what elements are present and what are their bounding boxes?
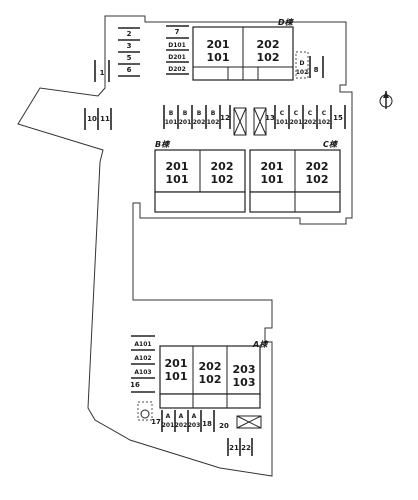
parking-c-row: 13 C 101 C 201 C 202 C 102 15 — [265, 105, 346, 129]
svg-text:201: 201 — [179, 119, 192, 126]
building-a: A棟 201 101 202 102 203 103 — [159, 340, 269, 409]
svg-text:203: 203 — [233, 363, 256, 376]
parking-label: D202 — [168, 66, 186, 73]
svg-text:B: B — [211, 110, 216, 117]
building-d: D棟 201 101 202 102 — [192, 18, 295, 81]
svg-text:202: 202 — [304, 119, 317, 126]
svg-text:B: B — [197, 110, 202, 117]
building-name: C棟 — [323, 140, 339, 149]
parking-label: 7 — [175, 28, 180, 36]
svg-text:202: 202 — [199, 360, 222, 373]
svg-text:201: 201 — [261, 160, 284, 173]
svg-text:101: 101 — [166, 173, 189, 186]
building-name: B棟 — [155, 140, 171, 149]
crossed-area — [233, 107, 267, 136]
parking-label: D201 — [168, 54, 186, 61]
parking-label: 3 — [127, 42, 132, 50]
parking-a-left: A101 A102 A103 16 — [130, 335, 155, 393]
north-arrow-icon — [379, 91, 393, 109]
site-boundary — [17, 15, 353, 477]
svg-text:A: A — [179, 413, 184, 420]
svg-text:B: B — [169, 110, 174, 117]
parking-west-pair: 10 11 — [84, 108, 112, 130]
parking-label: 1 — [100, 69, 105, 77]
svg-text:201: 201 — [166, 160, 189, 173]
parking-label: D101 — [168, 42, 186, 49]
svg-text:A: A — [166, 413, 171, 420]
svg-text:22: 22 — [241, 444, 251, 452]
unit-number: 101 — [207, 51, 230, 64]
svg-text:A: A — [192, 413, 197, 420]
parking-slot-1: 1 — [94, 60, 110, 82]
building-b: B棟 201 101 202 102 — [154, 140, 246, 213]
svg-text:C: C — [308, 110, 313, 117]
svg-text:102: 102 — [211, 173, 234, 186]
svg-text:102: 102 — [318, 119, 331, 126]
svg-text:C: C — [294, 110, 299, 117]
parking-label: 6 — [127, 66, 132, 74]
svg-text:201: 201 — [162, 422, 175, 429]
svg-text:102: 102 — [199, 373, 222, 386]
svg-text:103: 103 — [233, 376, 256, 389]
parking-d-stack: 7 D101 D201 D202 — [166, 25, 189, 75]
svg-text:13: 13 — [265, 114, 275, 122]
building-name: D棟 — [278, 18, 295, 27]
parking-nw-stack: 2 3 5 6 — [118, 27, 140, 77]
svg-text:202: 202 — [175, 422, 188, 429]
parking-label: 8 — [314, 66, 319, 74]
svg-text:18: 18 — [202, 420, 212, 428]
parking-d102: D 102 8 — [295, 51, 324, 79]
svg-text:201: 201 — [290, 119, 303, 126]
svg-text:202: 202 — [193, 119, 206, 126]
svg-text:202: 202 — [306, 160, 329, 173]
svg-text:A101: A101 — [134, 341, 151, 348]
parking-a-bottom: 17 A 201 A 202 A 203 18 20 21 22 — [151, 410, 262, 456]
unit-number: 202 — [257, 38, 280, 51]
svg-text:A103: A103 — [134, 369, 151, 376]
svg-text:C: C — [280, 110, 285, 117]
svg-text:101: 101 — [276, 119, 289, 126]
unit-number: 102 — [257, 51, 280, 64]
parking-label: 5 — [127, 54, 132, 62]
parking-b-row: B 101 B 201 B 202 B 102 12 — [163, 105, 231, 129]
svg-text:16: 16 — [130, 381, 140, 389]
svg-text:12: 12 — [220, 114, 230, 122]
svg-text:102: 102 — [306, 173, 329, 186]
svg-text:102: 102 — [296, 69, 309, 76]
svg-text:21: 21 — [229, 444, 239, 452]
svg-text:201: 201 — [165, 357, 188, 370]
svg-text:101: 101 — [165, 119, 178, 126]
svg-text:D: D — [300, 60, 305, 67]
svg-text:102: 102 — [207, 119, 220, 126]
svg-text:20: 20 — [219, 422, 229, 430]
svg-text:101: 101 — [165, 370, 188, 383]
svg-text:B: B — [183, 110, 188, 117]
unit-number: 201 — [207, 38, 230, 51]
building-name: A棟 — [252, 340, 269, 349]
svg-text:C: C — [322, 110, 327, 117]
building-c: C棟 201 101 202 102 — [249, 140, 341, 213]
svg-text:15: 15 — [333, 114, 343, 122]
utility-symbol-icon — [137, 401, 153, 421]
parking-label: 2 — [127, 30, 132, 38]
svg-text:101: 101 — [261, 173, 284, 186]
svg-text:202: 202 — [211, 160, 234, 173]
svg-text:A102: A102 — [134, 355, 151, 362]
svg-text:17: 17 — [151, 418, 161, 426]
svg-text:10: 10 — [87, 115, 97, 123]
svg-text:203: 203 — [188, 422, 201, 429]
svg-text:11: 11 — [100, 115, 110, 123]
